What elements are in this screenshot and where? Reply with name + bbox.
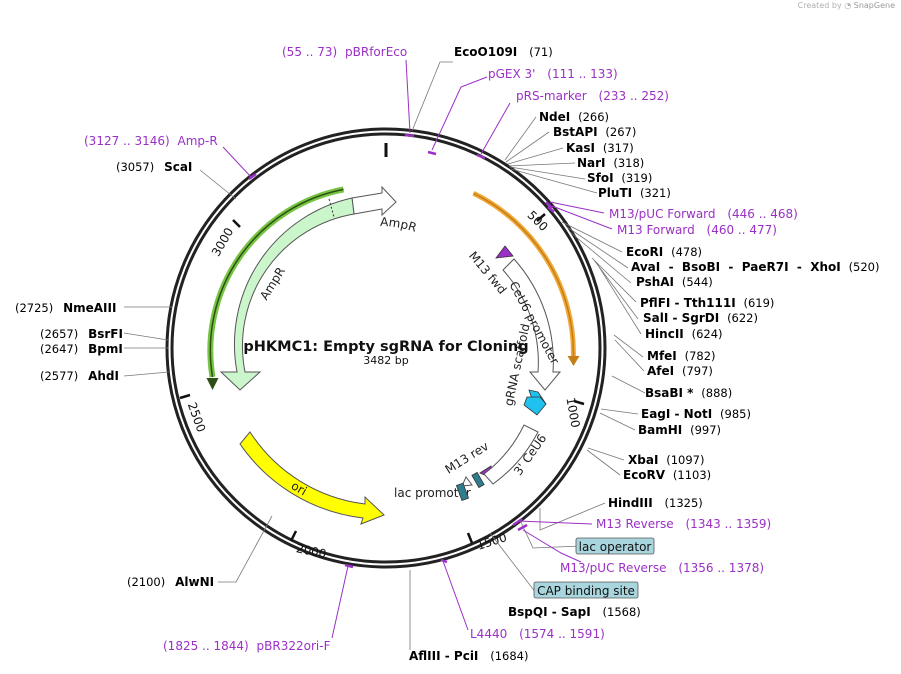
enzyme-hindiii[interactable]: HindIII (1325) [608, 496, 703, 510]
credit-prefix: Created by [797, 1, 842, 10]
primer-m13-forward[interactable]: M13 Forward (460 .. 477) [617, 223, 777, 237]
enzyme-pflfi-tth111i[interactable]: PflFI - Tth111I (619) [640, 296, 774, 310]
leader-lines [123, 61, 646, 650]
orange-arc-arrowhead [567, 356, 580, 366]
ori-label: ori [289, 478, 310, 498]
snapgene-credit: Created by ◔ SnapGene [798, 1, 895, 10]
enzyme-sfoi[interactable]: SfoI (319) [587, 171, 652, 185]
green-arc-arrowhead [206, 378, 219, 390]
enzyme-nmeaiii[interactable]: (2725) NmeAIII [15, 301, 116, 315]
cap-site-marker [471, 471, 485, 489]
enzyme-kasi[interactable]: KasI (317) [566, 141, 634, 155]
green-highlight-arc-core [209, 188, 344, 378]
enzyme-afliii-pcii[interactable]: AflIII - PciI (1684) [409, 649, 528, 663]
tick-mark-500 [536, 213, 546, 222]
enzyme-hincii[interactable]: HincII (624) [645, 327, 723, 341]
primer-pgex3[interactable]: pGEX 3' (111 .. 133) [488, 67, 618, 81]
feature-3-ceu6: 3' CeU6 [483, 424, 549, 485]
primer-amp-r[interactable]: (3127 .. 3146) Amp-R [84, 134, 218, 148]
primer-m13-reverse[interactable]: M13 Reverse (1343 .. 1359) [596, 517, 771, 531]
enzyme-labels: EcoO109I (71) NdeI (266) BstAPI (267) Ka… [15, 45, 880, 663]
primer-prs-marker[interactable]: pRS-marker (233 .. 252) [516, 89, 669, 103]
primer-leader-lines [222, 59, 613, 639]
tick-mark-1000 [573, 399, 585, 406]
enzyme-pshai[interactable]: PshAI (544) [636, 275, 713, 289]
feature-ampr-promoter: AmpR promoter [0, 0, 418, 235]
tick-mark-3000 [232, 219, 241, 228]
cap-binding-site-label: CAP binding site [537, 584, 635, 598]
primer-ticks [248, 133, 555, 569]
enzyme-ecoo109i[interactable]: EcoO109I (71) [454, 45, 553, 59]
tick-mark-2500 [179, 393, 191, 400]
tick-label-2000: 2000 [295, 541, 328, 561]
enzyme-nari[interactable]: NarI (318) [577, 156, 644, 170]
feature-box-cap-binding-site[interactable]: CAP binding site [533, 581, 639, 599]
lac-operator-label: lac operator [579, 540, 652, 554]
enzyme-alwni[interactable]: (2100) AlwNI [127, 575, 214, 589]
enzyme-pluti[interactable]: PluTI (321) [598, 186, 671, 200]
enzyme-eagi-noti[interactable]: EagI - NotI (985) [641, 407, 751, 421]
feature-lac-promoter: lac promoter [394, 471, 485, 502]
enzyme-sali-sgrdi[interactable]: SalI - SgrDI (622) [643, 311, 758, 325]
enzyme-afei[interactable]: AfeI (797) [647, 364, 713, 378]
feature-box-lac-operator[interactable]: lac operator [575, 537, 655, 555]
lac-operator-marker [455, 482, 470, 502]
feature-m13-rev: M13 rev [443, 439, 493, 479]
primer-labels: (55 .. 73) pBRforEco pGEX 3' (111 .. 133… [84, 45, 798, 653]
credit-brand: SnapGene [853, 1, 895, 10]
lac-promoter-label: lac promoter [394, 486, 471, 500]
primer-l4440[interactable]: L4440 (1574 .. 1591) [470, 627, 605, 641]
enzyme-bstapi[interactable]: BstAPI (267) [553, 125, 636, 139]
primer-pbrforeco[interactable]: (55 .. 73) pBRforEco [282, 45, 407, 59]
grna-scaffold-label: gRNA scaffold [502, 322, 533, 407]
primer-m13-puc-forward[interactable]: M13/pUC Forward (446 .. 468) [609, 207, 798, 221]
enzyme-ahdi[interactable]: (2577) AhdI [40, 369, 119, 383]
enzyme-avai-group[interactable]: AvaI - BsoBI - PaeR7I - XhoI (520) [631, 260, 880, 274]
svg-text:gRNA scaffold: gRNA scaffold [502, 322, 533, 407]
enzyme-bspqi-sapi[interactable]: BspQI - SapI (1568) [508, 605, 641, 619]
enzyme-bsabi[interactable]: BsaBI * (888) [645, 386, 732, 400]
feature-ampr: AmpR [219, 197, 355, 391]
tick-label-1000: 1000 [563, 396, 582, 429]
tick-mark-2000 [289, 530, 298, 542]
primer-pbr322ori-f[interactable]: (1825 .. 1844) pBR322ori-F [163, 639, 331, 653]
enzyme-bpmi[interactable]: (2647) BpmI [40, 342, 123, 356]
tick-label-500: 500 [525, 208, 551, 234]
enzyme-ndei[interactable]: NdeI (266) [539, 110, 609, 124]
orange-highlight-arc-core [473, 192, 575, 357]
enzyme-bsrfi[interactable]: (2657) BsrFI [40, 327, 123, 341]
plasmid-size: 3482 bp [363, 354, 408, 367]
snapgene-logo-icon: ◔ [844, 1, 852, 10]
primer-m13-puc-reverse[interactable]: M13/pUC Reverse (1356 .. 1378) [560, 561, 764, 575]
tick-marks [179, 213, 585, 544]
tick-label-3000: 3000 [209, 225, 236, 258]
enzyme-xbai[interactable]: XbaI (1097) [628, 453, 704, 467]
tick-mark-1500 [466, 532, 474, 544]
enzyme-ecorv[interactable]: EcoRV (1103) [623, 468, 711, 482]
svg-text:ori: ori [289, 478, 310, 498]
enzyme-bamhi[interactable]: BamHI (997) [638, 423, 721, 437]
feature-ori: ori [239, 431, 385, 525]
tick-label-1500: 1500 [475, 530, 508, 553]
plasmid-name: pHKMC1: Empty sgRNA for Cloning [243, 339, 528, 355]
enzyme-scai[interactable]: (3057) ScaI [116, 160, 192, 174]
enzyme-ecori[interactable]: EcoRI (478) [626, 245, 702, 259]
enzyme-mfei[interactable]: MfeI (782) [647, 349, 716, 363]
